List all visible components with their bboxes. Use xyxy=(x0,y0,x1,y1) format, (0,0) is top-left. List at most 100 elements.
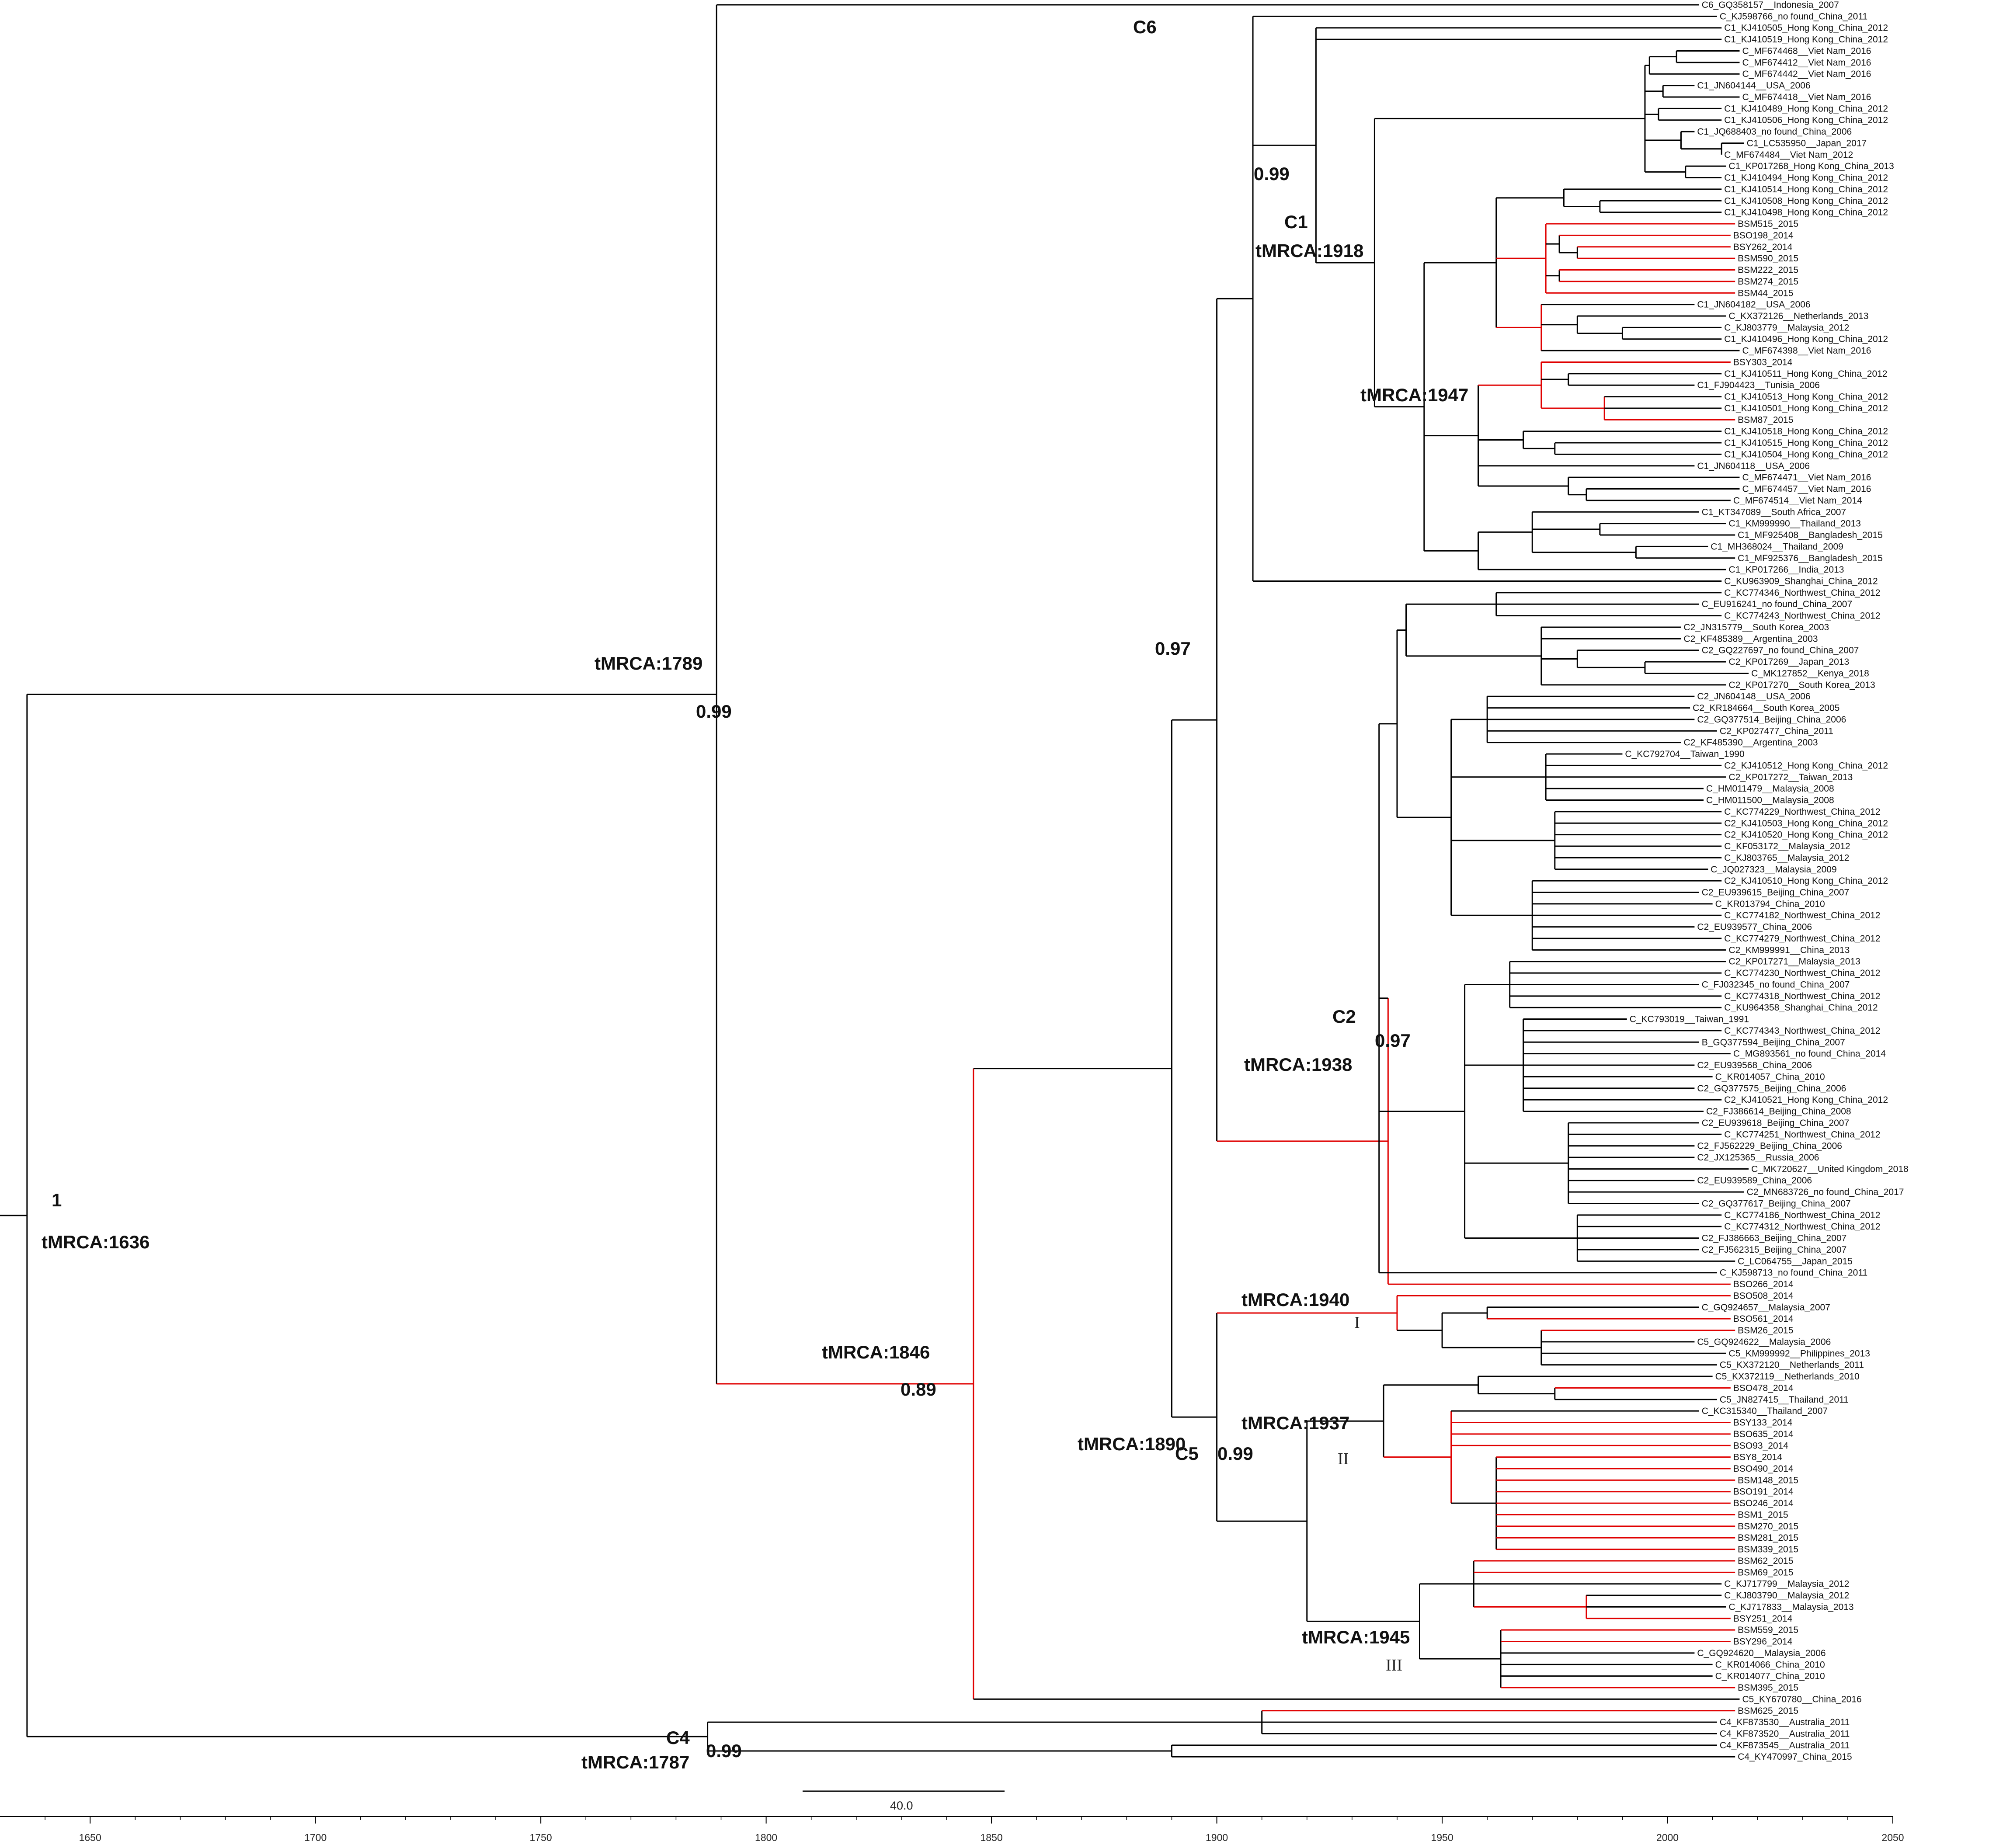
tip-label: C2_JN315779__South Korea_2003 xyxy=(1683,622,1829,632)
tip-label: C_KR014057_China_2010 xyxy=(1715,1072,1825,1082)
tip-label: C1_KJ410501_Hong Kong_China_2012 xyxy=(1724,403,1888,413)
c4-label: C4 xyxy=(666,1727,690,1748)
tip-label: C_HM011500__Malaysia_2008 xyxy=(1706,795,1834,806)
c5b-tmrca: tMRCA:1937 xyxy=(1241,1413,1349,1433)
tip-label: C5_GQ924622__Malaysia_2006 xyxy=(1697,1337,1831,1347)
tip-label: C_MF674471__Viet Nam_2016 xyxy=(1742,472,1871,483)
tip-label: C1_KJ410505_Hong Kong_China_2012 xyxy=(1724,23,1888,33)
tip-label: C5_KX372120__Netherlands_2011 xyxy=(1720,1360,1864,1370)
tip-label: BSM515_2015 xyxy=(1738,219,1798,229)
tip-label: C2_EU939618_Beijing_China_2007 xyxy=(1702,1118,1849,1128)
tip-label: C_MF674398__Viet Nam_2016 xyxy=(1742,346,1871,356)
c2-support: 0.97 xyxy=(1375,1030,1411,1051)
tip-label: C2_EU939568_China_2006 xyxy=(1697,1060,1812,1070)
tip-label: C2_GQ227697_no found_China_2007 xyxy=(1702,646,1859,656)
tip-label: C_GQ924657__Malaysia_2007 xyxy=(1702,1303,1830,1313)
tip-label: C_KJ598766_no found_China_2011 xyxy=(1720,11,1867,21)
tip-label: C_KC793019__Taiwan_1991 xyxy=(1630,1014,1749,1025)
tip-label: BSM222_2015 xyxy=(1738,265,1798,275)
tip-label: B_GQ377594_Beijing_China_2007 xyxy=(1702,1037,1845,1047)
tip-label: C1_JN604118__USA_2006 xyxy=(1697,461,1810,471)
tip-label: C1_MF925376__Bangladesh_2015 xyxy=(1738,553,1883,563)
tip-label: C_KC774243_Northwest_China_2012 xyxy=(1724,611,1880,621)
tip-label: BSY8_2014 xyxy=(1733,1452,1782,1462)
tip-label: BSM559_2015 xyxy=(1738,1625,1798,1635)
tip-label: C1_KJ410489_Hong Kong_China_2012 xyxy=(1724,104,1888,114)
tip-label: BSM44_2015 xyxy=(1738,288,1793,298)
tip-label: C_MG893561_no found_China_2014 xyxy=(1733,1049,1886,1059)
tip-label: C_MF674484__Viet Nam_2012 xyxy=(1724,150,1853,160)
tip-label: C_MF674412__Viet Nam_2016 xyxy=(1742,58,1871,68)
tip-label: C2_JN604148__USA_2006 xyxy=(1697,691,1810,702)
tip-label: C2_KJ410521_Hong Kong_China_2012 xyxy=(1724,1095,1888,1105)
tip-label: C2_KJ410510_Hong Kong_China_2012 xyxy=(1724,876,1888,886)
tip-label: BSM339_2015 xyxy=(1738,1545,1798,1555)
tip-label: BSO508_2014 xyxy=(1733,1291,1794,1301)
tip-label: C1_KJ410494_Hong Kong_China_2012 xyxy=(1724,173,1888,183)
tip-label: C_KU964358_Shanghai_China_2012 xyxy=(1724,1003,1878,1013)
tip-label: C4_KY470997_China_2015 xyxy=(1738,1752,1852,1762)
tip-label: C2_KM999991__China_2013 xyxy=(1729,945,1850,955)
tip-label: BSO478_2014 xyxy=(1733,1383,1794,1393)
tip-label: C5_JN827415__Thailand_2011 xyxy=(1720,1395,1849,1405)
tip-label: C1_JN604182__USA_2006 xyxy=(1697,300,1810,310)
tip-label: BSM625_2015 xyxy=(1738,1706,1798,1716)
tip-labels: C6_GQ358157__Indonesia_2007C_KJ598766_no… xyxy=(1625,0,1908,1762)
c5a-roman: I xyxy=(1354,1313,1360,1332)
tip-label: C_FJ032345_no found_China_2007 xyxy=(1702,980,1850,990)
c2-tmrca: tMRCA:1938 xyxy=(1244,1054,1352,1075)
c5b-roman: II xyxy=(1338,1450,1349,1468)
tip-label: C_KC774230_Northwest_China_2012 xyxy=(1724,968,1880,978)
axis-tick-label: 1650 xyxy=(79,1832,101,1843)
tip-label: BSY262_2014 xyxy=(1733,242,1793,252)
tip-label: C2_FJ562315_Beijing_China_2007 xyxy=(1702,1245,1847,1255)
tip-label: C1_KJ410498_Hong Kong_China_2012 xyxy=(1724,208,1888,218)
tip-label: C_MK720627__United Kingdom_2018 xyxy=(1751,1164,1909,1174)
tip-label: C2_EU939589_China_2006 xyxy=(1697,1176,1812,1186)
axis-tick-label: 1850 xyxy=(981,1832,1003,1843)
c1-sub-tmrca: tMRCA:1947 xyxy=(1360,385,1468,405)
c5c-roman: III xyxy=(1386,1656,1402,1674)
tip-label: C1_KP017266__India_2013 xyxy=(1729,565,1844,575)
node-1846-tmrca: tMRCA:1846 xyxy=(822,1342,930,1362)
tip-label: C_MF674457__Viet Nam_2016 xyxy=(1742,484,1871,494)
tip-label: BSY251_2014 xyxy=(1733,1614,1793,1624)
node-1789-support: 0.99 xyxy=(696,701,732,722)
tip-label: BSM1_2015 xyxy=(1738,1510,1788,1520)
scale-bar: 40.0 xyxy=(803,1790,1005,1812)
tip-label: C5_KM999992__Philippines_2013 xyxy=(1729,1348,1870,1358)
tip-label: C1_FJ904423__Tunisia_2006 xyxy=(1697,380,1820,390)
tree-branches xyxy=(0,4,1749,1758)
tip-label: BSM148_2015 xyxy=(1738,1475,1798,1485)
tip-label: C1_KJ410515_Hong Kong_China_2012 xyxy=(1724,438,1888,448)
tip-label: C2_EU939577_China_2006 xyxy=(1697,922,1812,932)
tip-label: C_KJ803779__Malaysia_2012 xyxy=(1724,323,1849,333)
c5-label: C5 xyxy=(1175,1443,1199,1464)
tip-label: C1_KJ410506_Hong Kong_China_2012 xyxy=(1724,115,1888,125)
tip-label: C_KR014066_China_2010 xyxy=(1715,1660,1825,1670)
tip-label: C2_KP017270__South Korea_2013 xyxy=(1729,680,1875,690)
tip-label: C5_KY670780__China_2016 xyxy=(1742,1694,1861,1704)
scale-bar-label: 40.0 xyxy=(890,1799,913,1812)
c1-tmrca: tMRCA:1918 xyxy=(1255,240,1363,261)
tip-label: C_KX372126__Netherlands_2013 xyxy=(1729,311,1869,321)
tip-label: C1_KJ410518_Hong Kong_China_2012 xyxy=(1724,427,1888,437)
tip-label: C_KC774312_Northwest_China_2012 xyxy=(1724,1222,1880,1232)
tip-label: C_JQ027323__Malaysia_2009 xyxy=(1711,865,1836,875)
tip-label: C_KR013794_China_2010 xyxy=(1715,899,1825,909)
tip-label: BSM87_2015 xyxy=(1738,415,1793,425)
tip-label: C_KC774346_Northwest_China_2012 xyxy=(1724,588,1880,598)
tip-label: BSY296_2014 xyxy=(1733,1637,1793,1647)
c5a-tmrca: tMRCA:1940 xyxy=(1241,1289,1349,1310)
c4-support: 0.99 xyxy=(706,1740,742,1761)
tip-label: BSO635_2014 xyxy=(1733,1429,1794,1439)
axis-tick-label: 2050 xyxy=(1881,1832,1904,1843)
tip-label: C_LC064755__Japan_2015 xyxy=(1738,1256,1853,1266)
tip-label: C_KC774182_Northwest_China_2012 xyxy=(1724,910,1880,921)
node-annotations: 1 tMRCA:1636 C6 tMRCA:1789 0.99 tMRCA:18… xyxy=(42,17,1468,1772)
tip-label: C2_FJ386663_Beijing_China_2007 xyxy=(1702,1233,1847,1244)
tip-label: C2_KF485390__Argentina_2003 xyxy=(1683,738,1818,748)
tip-label: C_MF674442__Viet Nam_2016 xyxy=(1742,69,1871,79)
tip-label: C_KC774343_Northwest_China_2012 xyxy=(1724,1026,1880,1036)
